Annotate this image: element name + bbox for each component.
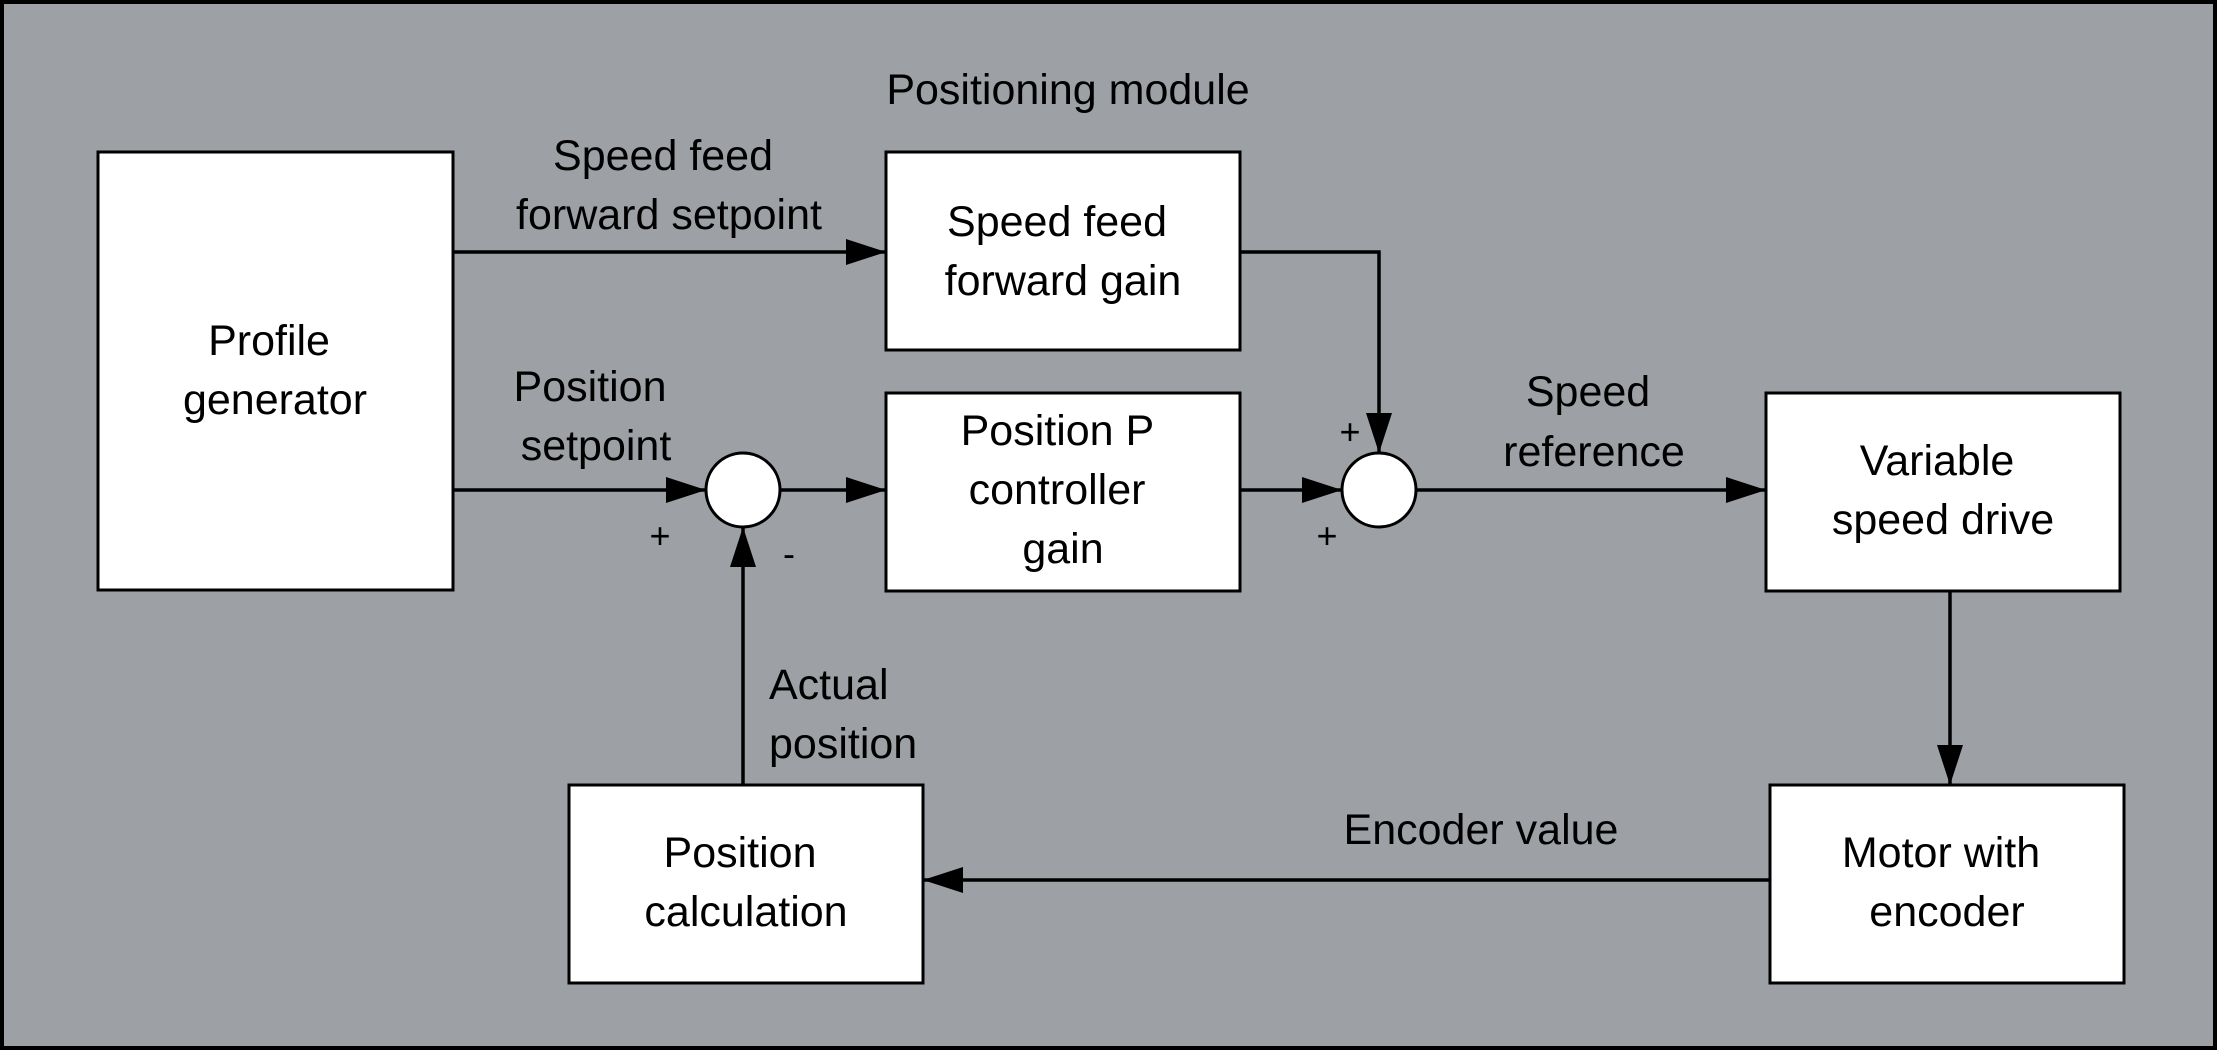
block-variable-speed-drive: Variable speed drive	[1764, 391, 2122, 593]
diagram-title: Positioning module	[886, 66, 1249, 114]
block-motor-with-encoder: Motor with encoder	[1768, 783, 2126, 985]
svg-text:Profile generator: Profile generator	[183, 317, 367, 424]
label-speed-ff-setpoint: Speed feed forward setpoint	[516, 132, 822, 239]
label-speed-reference: Speed reference	[1503, 368, 1685, 476]
summing-junction-position	[704, 451, 782, 529]
block-position-calculation: Position calculation	[567, 783, 925, 985]
sign-sum2-left: +	[1316, 515, 1337, 556]
label-position-setpoint: Position setpoint	[514, 363, 679, 470]
block-profile-generator: Profile generator	[96, 150, 455, 592]
svg-text:Position calculation: Position calculation	[644, 829, 847, 936]
sign-sum1-input: +	[649, 515, 670, 556]
svg-text:Variable speed drive: Variable speed drive	[1832, 437, 2054, 544]
wire-ff-output	[1240, 250, 1392, 453]
svg-text:Motor with encoder: Motor with encoder	[1842, 829, 2052, 936]
block-position-p-controller-gain: Position P controller gain	[884, 391, 1242, 593]
block-speed-feed-forward-gain: Speed feed forward gain	[884, 150, 1242, 352]
svg-text:Position P controller: Position P controller gain	[961, 407, 1166, 573]
summing-junction-speed	[1340, 451, 1418, 529]
label-encoder-value: Encoder value	[1344, 806, 1619, 854]
label-actual-position: Actual position	[769, 661, 917, 768]
sign-sum1-feedback: -	[783, 533, 795, 574]
sign-sum2-top: +	[1339, 411, 1360, 452]
svg-text:Speed feed forward gain: Speed feed forward gain	[945, 198, 1182, 305]
